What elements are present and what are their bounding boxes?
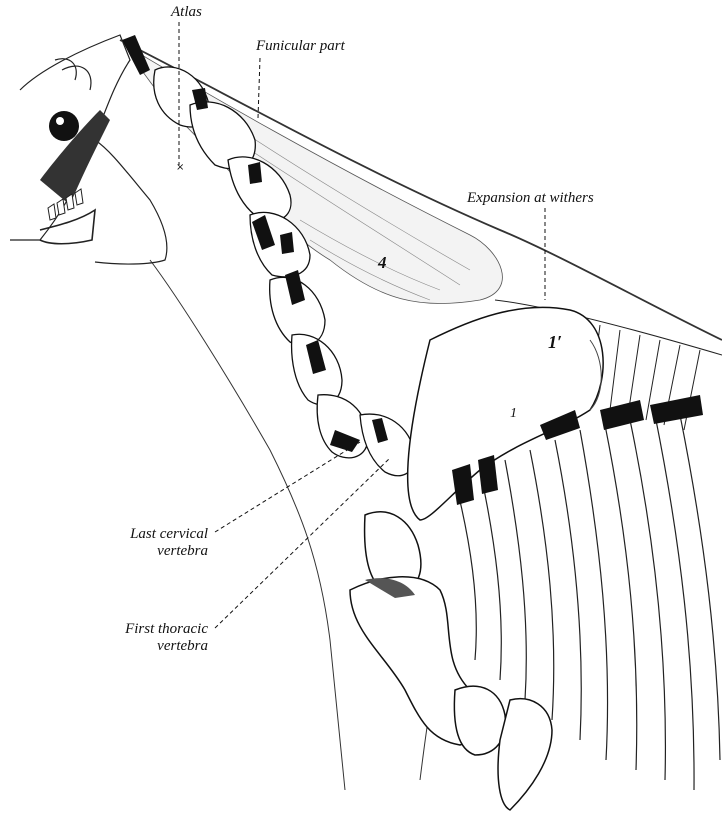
funicular-part-label: Funicular part	[256, 38, 345, 55]
first-thoracic-vertebra	[360, 414, 415, 476]
forelimb	[350, 512, 552, 810]
atlas-label: Atlas	[171, 4, 202, 21]
marker-1: 1	[510, 406, 517, 422]
first-thoracic-label-line2: vertebra	[60, 638, 208, 655]
first-thoracic-vertebra-label: First thoracic vertebra	[60, 621, 208, 655]
last-cervical-label-line2: vertebra	[60, 543, 208, 560]
first-thoracic-label-line1: First thoracic	[60, 621, 208, 638]
eye-orbit	[49, 111, 79, 141]
last-cervical-vertebra-label: Last cervical vertebra	[60, 526, 208, 560]
expansion-at-withers-label: Expansion at withers	[467, 190, 594, 207]
marker-4: 4	[378, 253, 387, 273]
last-cervical-label-line1: Last cervical	[60, 526, 208, 543]
svg-text:×: ×	[176, 162, 184, 173]
marker-1-prime: 1′	[548, 332, 562, 353]
